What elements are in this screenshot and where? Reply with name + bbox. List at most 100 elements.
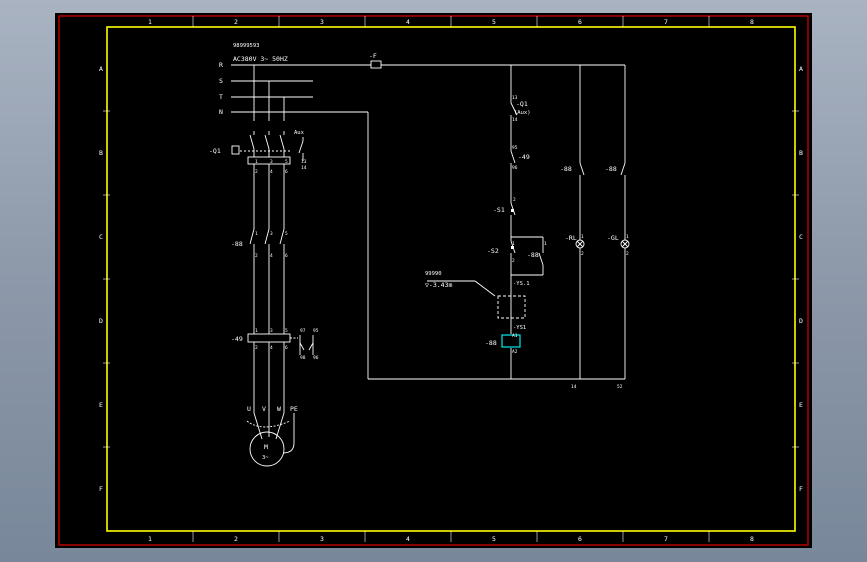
- row-label-left-E: E: [99, 401, 103, 409]
- gl-term-1: 1: [626, 234, 629, 240]
- partno-label: 98999593: [233, 43, 260, 49]
- column-label-top-6: 6: [578, 18, 582, 26]
- q1-term-2: 2: [255, 169, 258, 175]
- ol-aux-label: -49: [518, 153, 530, 161]
- phase-s: S: [219, 77, 223, 85]
- yst-label: -YS1: [513, 325, 526, 331]
- motor-term-w: W: [277, 405, 281, 413]
- row-label-left-C: C: [99, 233, 103, 241]
- row-label-left-B: B: [99, 149, 103, 157]
- phase-t: T: [219, 93, 223, 101]
- wiring: [231, 64, 630, 467]
- motor-term-pe: PE: [290, 405, 298, 413]
- ol-term-2: 2: [255, 345, 258, 351]
- q1aux-term-13: 13: [512, 95, 518, 101]
- column-label-top-7: 7: [664, 18, 668, 26]
- column-label-top-3: 3: [320, 18, 324, 26]
- column-label-bottom-3: 3: [320, 535, 324, 543]
- column-label-top-1: 1: [148, 18, 152, 26]
- q1-label: -Q1: [209, 147, 221, 155]
- coil-88[interactable]: [501, 334, 521, 348]
- km-term-6: 6: [285, 253, 288, 259]
- s2-label: -S2: [487, 247, 499, 255]
- km-term-5: 5: [285, 231, 288, 237]
- km-term-3: 3: [270, 231, 273, 237]
- motor-phase: 3~: [262, 455, 269, 461]
- column-label-bottom-4: 4: [406, 535, 410, 543]
- phase-n: N: [219, 108, 223, 116]
- q1-term-6: 6: [285, 169, 288, 175]
- q1aux-term-14: 14: [512, 117, 518, 123]
- fuse-label: -F: [369, 52, 377, 60]
- column-label-bottom-5: 5: [492, 535, 496, 543]
- row-label-right-E: E: [799, 401, 803, 409]
- phase-r: R: [219, 61, 223, 69]
- column-label-top-2: 2: [234, 18, 238, 26]
- ol-term-97: 97: [300, 328, 306, 334]
- column-label-top-4: 4: [406, 18, 410, 26]
- ol-term-5: 5: [285, 328, 288, 334]
- s2-term-1: 1: [512, 241, 515, 247]
- level-code: 99990: [425, 271, 442, 277]
- q1-term-5: 5: [285, 159, 288, 165]
- row-label-right-B: B: [799, 149, 803, 157]
- column-label-bottom-6: 6: [578, 535, 582, 543]
- rl-label: -RL: [565, 234, 577, 242]
- s1-label: -S1: [493, 206, 505, 214]
- q1aux-label: -Q1: [516, 100, 528, 108]
- coil-term-a2: A2: [512, 349, 518, 355]
- q1aux-sub: (Aux): [514, 110, 531, 116]
- column-label-top-5: 5: [492, 18, 496, 26]
- motor-term-v: V: [262, 405, 266, 413]
- inner-border: [106, 26, 796, 532]
- fuse-symbol[interactable]: [370, 60, 382, 69]
- hold-term: 1: [544, 241, 547, 247]
- level-text: ▽-3.43m: [425, 281, 452, 289]
- s2-pushbutton-marker: [511, 246, 514, 249]
- column-label-top-8: 8: [750, 18, 754, 26]
- ol-term-3: 3: [270, 328, 273, 334]
- coil-term-a1: A1: [512, 333, 518, 339]
- gl-term-2: 2: [626, 251, 629, 257]
- column-label-bottom-7: 7: [664, 535, 668, 543]
- gl-label: -GL: [607, 234, 619, 242]
- row-label-left-A: A: [99, 65, 103, 73]
- q1-term-3: 3: [270, 159, 273, 165]
- ol-term-95: 95: [313, 328, 319, 334]
- row-label-right-C: C: [799, 233, 803, 241]
- row-label-right-A: A: [799, 65, 803, 73]
- supply-label: AC380V 3~ 50HZ: [233, 55, 288, 63]
- q1-term-4: 4: [270, 169, 273, 175]
- motor-term-u: U: [247, 405, 251, 413]
- ref-14: 14: [571, 384, 577, 390]
- column-label-bottom-1: 1: [148, 535, 152, 543]
- aux-term-14: 14: [301, 165, 307, 171]
- labels: 98999593 AC380V 3~ 50HZ R S T N -F -Q1 A…: [209, 43, 629, 461]
- row-label-right-D: D: [799, 317, 803, 325]
- ol-aux-term-95: 95: [512, 145, 518, 151]
- aux-label: Aux: [294, 130, 305, 136]
- column-label-bottom-2: 2: [234, 535, 238, 543]
- column-label-bottom-8: 8: [750, 535, 754, 543]
- q1-term-1: 1: [255, 159, 258, 165]
- ol-term-1: 1: [255, 328, 258, 334]
- outer-border: [58, 15, 809, 546]
- ol-label: -49: [231, 335, 243, 343]
- ol-term-6: 6: [285, 345, 288, 351]
- km-term-2: 2: [255, 253, 258, 259]
- aux-term-13: 13: [301, 159, 307, 165]
- km-label: -88: [231, 240, 243, 248]
- s1-term: 2: [513, 197, 516, 203]
- ol-aux-term-96: 96: [512, 165, 518, 171]
- coil-label: -88: [485, 339, 497, 347]
- k88-2-label: -88: [560, 165, 572, 173]
- ol-term-98: 98: [300, 355, 306, 361]
- s1-pushbutton-marker: [511, 209, 514, 212]
- row-label-left-F: F: [99, 485, 103, 493]
- motor-m: M: [264, 443, 268, 451]
- km-term-4: 4: [270, 253, 273, 259]
- hold-label: -88: [527, 251, 539, 259]
